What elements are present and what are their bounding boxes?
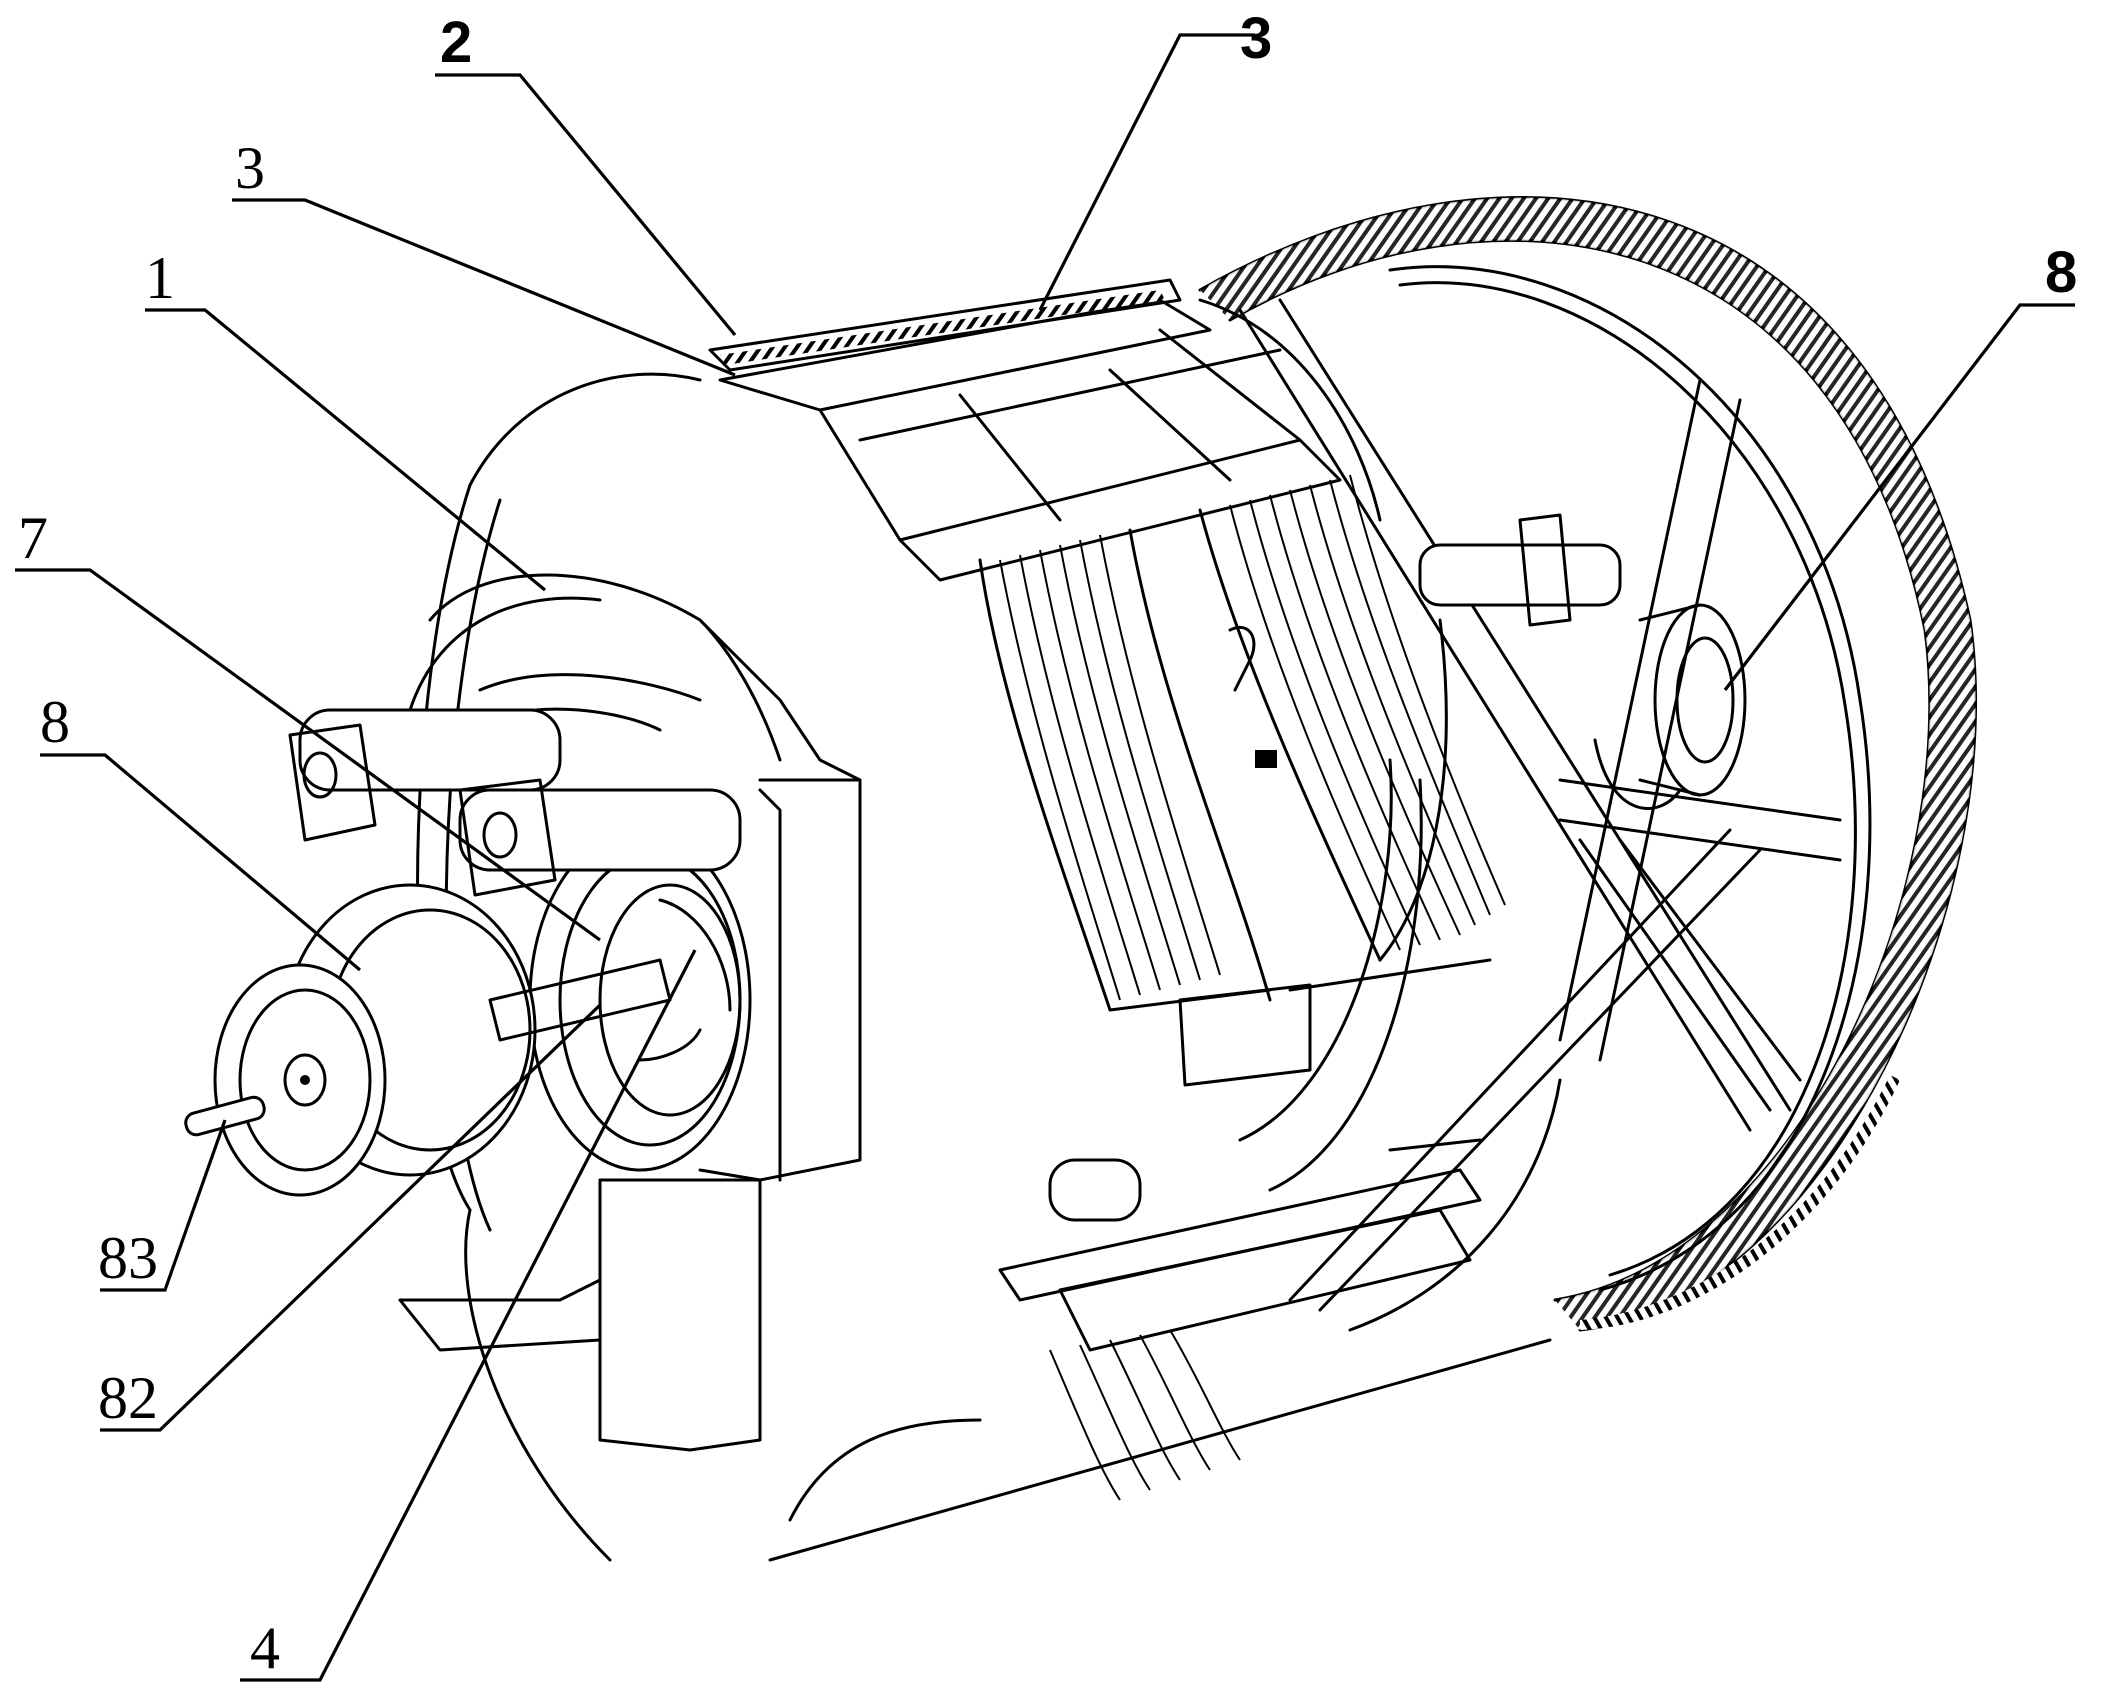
label-1: 1 (145, 245, 175, 311)
label-7: 7 (18, 505, 48, 571)
leader-2 (435, 75, 735, 335)
label-3-right: 3 (1240, 6, 1272, 71)
lower-mechanism (400, 1140, 1480, 1520)
label-4: 4 (250, 1615, 280, 1681)
leader-3-left (232, 200, 735, 375)
front-hub (184, 885, 670, 1195)
label-3-left: 3 (235, 135, 265, 201)
label-83: 83 (98, 1225, 158, 1291)
label-8-right: 8 (2045, 240, 2077, 305)
ring-gear (1150, 150, 2030, 1350)
reference-numerals: 2 3 3 1 7 8 8 83 82 4 (18, 6, 2077, 1681)
leader-3-top (1040, 35, 1255, 310)
upper-cam-segments (710, 280, 1340, 580)
label-82: 82 (98, 1365, 158, 1431)
label-2: 2 (440, 10, 472, 75)
label-8-left: 8 (40, 689, 70, 755)
